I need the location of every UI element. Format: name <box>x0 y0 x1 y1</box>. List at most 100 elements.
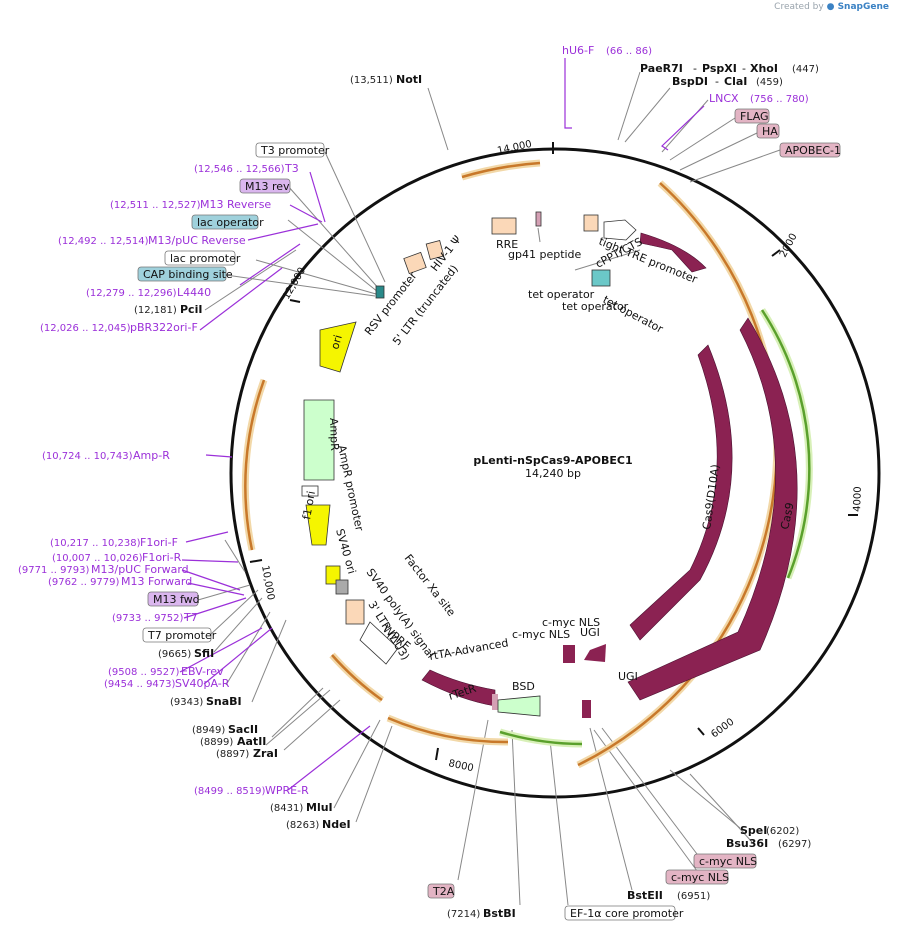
tick-mark <box>771 249 781 257</box>
t7-promoter-label: T7 promoter <box>147 629 217 642</box>
primer-7-pos: (10,724 .. 10,743) <box>42 451 133 462</box>
site-pspxi: PspXI <box>702 62 737 75</box>
primer-0-name: hU6-F <box>562 44 594 57</box>
ef1a-core-promoter-label-box <box>564 905 676 921</box>
site-pos-0: (13,511) <box>350 75 393 86</box>
site-pos-13: (8263) <box>286 820 319 831</box>
site-zrai: ZraI <box>253 747 278 760</box>
site-separator: - <box>715 75 719 88</box>
plasmid-name: pLenti-nSpCas9-APOBEC1 <box>473 454 632 467</box>
feature-cmycnls-a: c-myc NLS <box>542 616 600 629</box>
primer-7-name: Amp-R <box>133 449 170 462</box>
feature-rtta: rtTA-Advanced <box>428 636 509 663</box>
tick-mark <box>697 727 705 736</box>
feature-rre: RRE <box>496 238 518 251</box>
primer-14-pos: (9454 .. 9473) <box>104 679 176 690</box>
primer-marks <box>179 58 705 791</box>
site-pos-16: (6297) <box>778 839 811 850</box>
t3-promoter-label-box <box>255 142 325 158</box>
primer-13-name: EBV-rev <box>181 665 224 678</box>
orf-arcs <box>241 159 813 769</box>
site-bstbi: BstBI <box>483 907 516 920</box>
lac-operator-label: lac operator <box>197 216 264 229</box>
tick-6000: 6000 <box>709 717 736 741</box>
site-pos-9: (8949) <box>192 725 225 736</box>
feature-ampr: AmpR <box>327 418 341 452</box>
primer-5-pos: (12,279 .. 12,296) <box>86 288 177 299</box>
site-pos-12: (8431) <box>270 803 303 814</box>
cap-binding-site-label: CAP binding site <box>143 268 233 281</box>
primer-8-pos: (10,217 .. 10,238) <box>50 538 141 549</box>
site-spei: SpeI <box>740 824 767 837</box>
feature-f1ori: f1 ori <box>300 490 318 521</box>
site-snabi: SnaBI <box>206 695 242 708</box>
primer-12-pos: (9733 .. 9752) <box>112 613 184 624</box>
lac-promoter-label: lac promoter <box>170 252 241 265</box>
apobec1-label-box <box>779 142 841 158</box>
site-bspdi: BspDI <box>672 75 708 88</box>
lac-operator-label-box <box>191 214 259 230</box>
primer-5-name: L4440 <box>177 286 211 299</box>
primer-11-pos: (9762 .. 9779) <box>48 577 120 588</box>
primer-8-name: F1ori-F <box>140 536 178 549</box>
ha-label-box <box>756 123 780 139</box>
feature-gp41: gp41 peptide <box>508 248 582 261</box>
feature-ugi-b: UGI <box>618 670 638 683</box>
primer-4-pos: (12,492 .. 12,514) <box>58 236 149 247</box>
site-pcii: PciI <box>180 303 202 316</box>
feature-amprprom: AmpR promoter <box>335 444 366 533</box>
primer-1-pos: (756 .. 780) <box>750 94 809 105</box>
primer-10-pos: (9771 .. 9793) <box>18 565 90 576</box>
feature-bsd: BSD <box>512 680 535 693</box>
primer-12-name: T7 <box>183 611 198 624</box>
site-pos-17: (6951) <box>677 891 710 902</box>
tick-10000: 10,000 <box>259 565 276 601</box>
site-pos-14: (7214) <box>447 909 480 920</box>
feature-ltr5: 5' LTR (truncated) <box>390 262 461 347</box>
backbone <box>229 147 881 799</box>
flag-label-box <box>734 108 770 124</box>
c-myc-nls-label-1-box <box>693 853 757 869</box>
t2a-label-box <box>427 883 455 899</box>
c-myc-nls-label-1: c-myc NLS <box>699 855 757 868</box>
tick-14000: 14,000 <box>496 139 533 157</box>
tick-mark <box>289 299 301 303</box>
primer-3-pos: (12,511 .. 12,527) <box>110 200 201 211</box>
site-sfii: SfiI <box>194 647 214 660</box>
primer-9-name: F1ori-R <box>142 551 182 564</box>
primer-6-pos: (12,026 .. 12,045) <box>40 323 131 334</box>
flag-label: FLAG <box>740 110 769 123</box>
tick-4000: 4000 <box>852 486 864 512</box>
primer-1-name: LNCX <box>709 92 739 105</box>
primer-3-name: M13 Reverse <box>200 198 271 211</box>
credit-brand: SnapGene <box>837 2 889 12</box>
site-pos-15: (6202) <box>766 826 799 837</box>
primer-0-pos: (66 .. 86) <box>606 46 652 57</box>
primer-15-pos: (8499 .. 8519) <box>194 786 266 797</box>
site-pos-10: (8899) <box>200 737 233 748</box>
primer-13-pos: (9508 .. 9527) <box>108 667 180 678</box>
site-sacii: SacII <box>228 723 258 736</box>
tick-8000: 8000 <box>447 758 474 774</box>
c-myc-nls-label-2-box <box>665 869 729 885</box>
m13-fwd-label: M13 fwd <box>153 593 200 606</box>
site-mlui: MluI <box>306 801 333 814</box>
m13-rev-label-box <box>239 178 291 194</box>
site-clai: ClaI <box>724 75 747 88</box>
feature-cmycnls-b: c-myc NLS <box>512 628 570 641</box>
c-myc-nls-label-2: c-myc NLS <box>671 871 729 884</box>
credit-prefix: Created by <box>774 2 824 12</box>
site-separator: - <box>742 62 746 75</box>
site-pos-5: (459) <box>756 77 783 88</box>
site-pos-6: (12,181) <box>134 305 177 316</box>
tick-mark <box>435 747 439 761</box>
plasmid-length: 14,240 bp <box>525 467 581 480</box>
site-pos-3: (447) <box>792 64 819 75</box>
m13-fwd-label-box <box>147 591 199 607</box>
feature-ori: ori <box>328 333 344 350</box>
feature-ugi-a: UGI <box>580 626 600 639</box>
site-ndei: NdeI <box>322 818 351 831</box>
ef1a-core-promoter-label: EF-1α core promoter <box>570 907 684 920</box>
site-noti: NotI <box>396 73 422 86</box>
